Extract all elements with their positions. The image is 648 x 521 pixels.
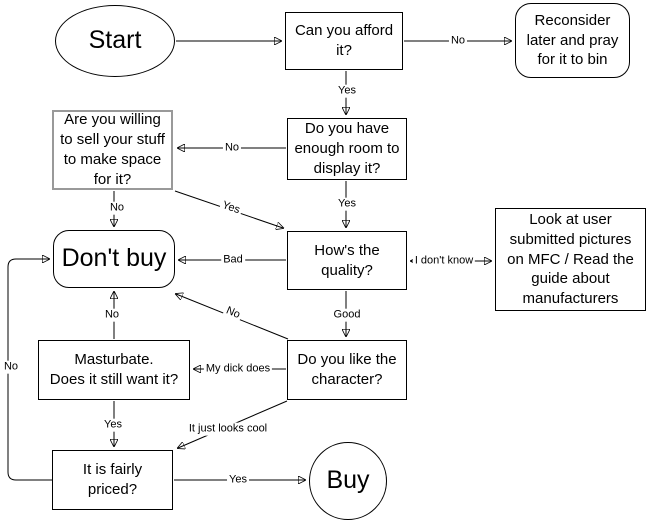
node-mfc-guide: Look at user submitted pictures on MFC /…	[495, 208, 646, 311]
edge-label-quality-i-dont-know: I don't know	[412, 254, 476, 268]
edge-label-quality-bad: Bad	[221, 253, 245, 267]
node-like-the-character: Do you like the character?	[287, 340, 407, 400]
edge-label-room-yes: Yes	[336, 197, 358, 211]
node-enough-room: Do you have enough room to display it?	[287, 118, 407, 180]
edge-label-priced-no: No	[1, 360, 21, 374]
node-fairly-priced: It is fairly priced?	[52, 450, 173, 510]
edge-label-it-just-looks-cool: It just looks cool	[186, 422, 270, 436]
node-reconsider-later: Reconsider later and pray for it to bin	[515, 3, 630, 78]
node-start: Start	[55, 5, 175, 77]
edge-label-priced-yes: Yes	[227, 473, 249, 487]
node-buy: Buy	[309, 442, 387, 520]
edge-label-afford-yes: Yes	[336, 84, 358, 98]
edge-label-quality-good: Good	[331, 308, 363, 322]
edge-label-afford-no: No	[448, 34, 468, 48]
edge-label-sell-stuff-no: No	[107, 201, 127, 215]
node-sell-your-stuff: Are you willing to sell your stuff to ma…	[52, 110, 173, 190]
edge-label-room-no: No	[222, 141, 242, 155]
edge-label-masturbate-no: No	[102, 308, 122, 322]
edge-label-my-dick-does: My dick does	[203, 362, 273, 376]
node-hows-the-quality: How's the quality?	[287, 231, 407, 290]
node-can-you-afford-it: Can you afford it?	[285, 12, 403, 70]
edge-label-masturbate-yes: Yes	[102, 418, 124, 432]
node-masturbate: Masturbate. Does it still want it?	[38, 340, 190, 400]
node-dont-buy: Don't buy	[53, 230, 175, 288]
